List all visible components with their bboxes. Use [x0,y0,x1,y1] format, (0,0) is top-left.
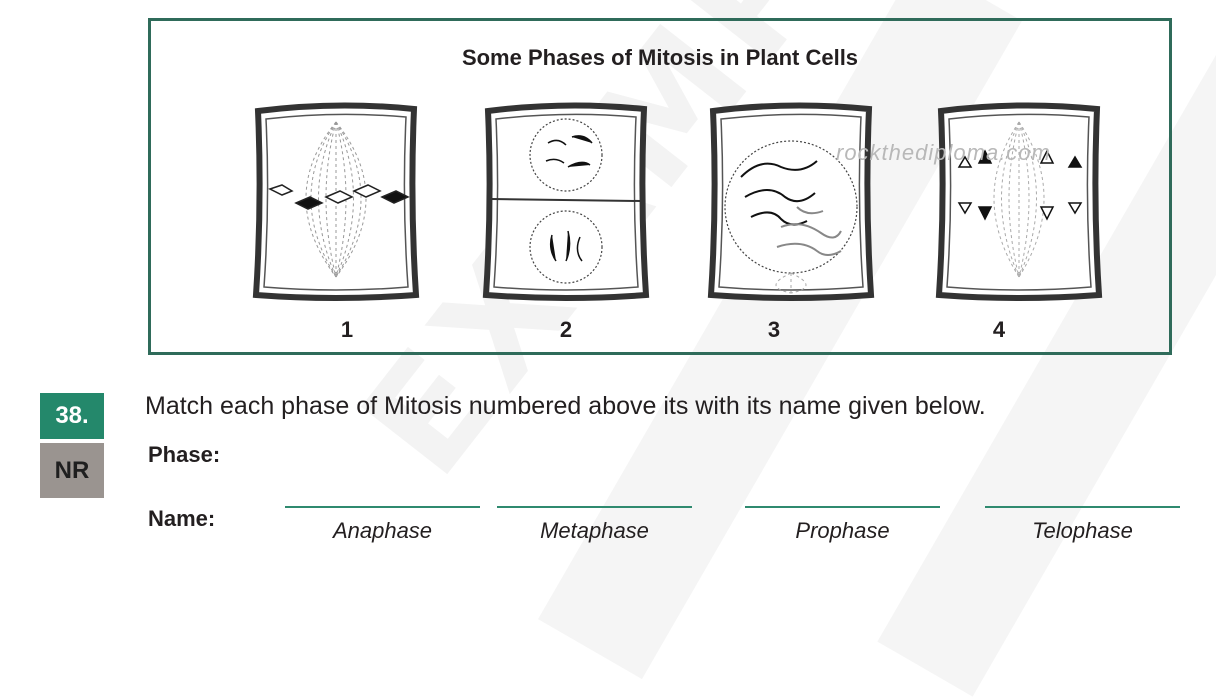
name-option-anaphase: Anaphase [332,518,433,543]
cell-diagram-4 [929,97,1109,307]
name-option-metaphase: Metaphase [540,518,649,543]
phase-label: Phase: [148,442,221,467]
question-number-badge: 38. [40,393,104,439]
site-watermark: rockthediploma.com [836,140,1051,165]
cell-number-3: 3 [767,317,781,342]
answer-blank-4[interactable] [985,506,1180,508]
cell-number-4: 4 [992,317,1006,342]
figure-title: Some Phases of Mitosis in Plant Cells [461,45,859,70]
answer-blank-2[interactable] [497,506,692,508]
cell-diagram-1 [246,97,426,307]
name-option-prophase: Prophase [795,518,890,543]
question-type-badge: NR [40,443,104,498]
figure-box: Some Phases of Mitosis in Plant Cells 1 [148,18,1172,355]
cell-diagram-3 [701,97,881,307]
name-option-telophase: Telophase [1032,518,1133,543]
cell-number-1: 1 [340,317,354,342]
cell-number-2: 2 [559,317,573,342]
cell-diagram-2 [476,97,656,307]
name-label: Name: [148,506,216,531]
answer-blank-1[interactable] [285,506,480,508]
question-text: Match each phase of Mitosis numbered abo… [145,392,986,420]
answer-blank-3[interactable] [745,506,940,508]
